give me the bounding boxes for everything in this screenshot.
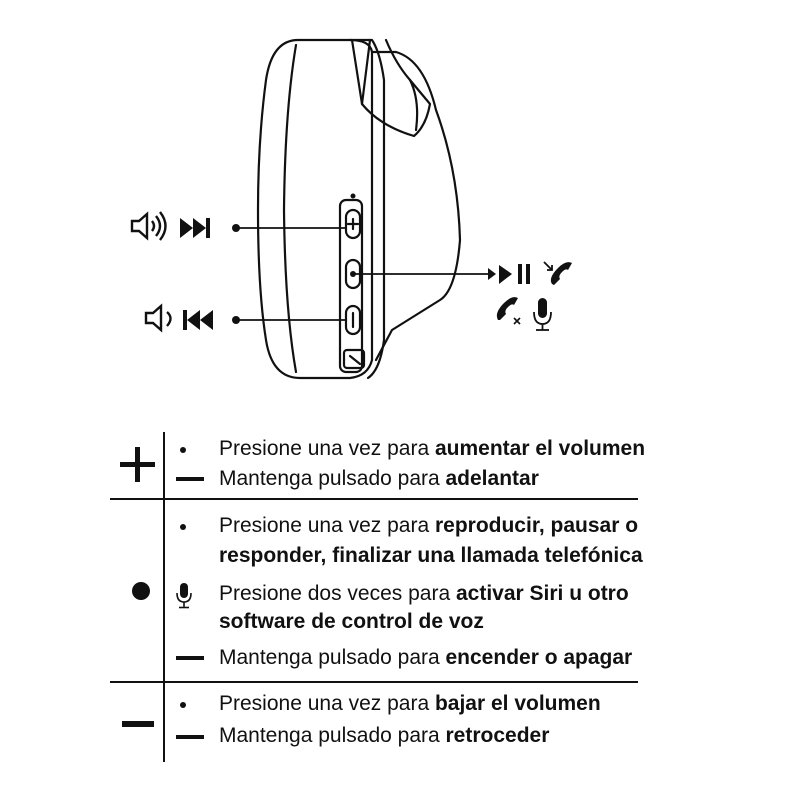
center-double-text-2: software de control de voz	[219, 610, 484, 633]
ear-cushion-seam	[282, 43, 298, 374]
hold-dash-icon	[176, 656, 204, 660]
volume-up-icon	[130, 211, 167, 241]
headphone-diagram	[130, 38, 572, 380]
plus-hold-text: Mantenga pulsado para adelantar	[219, 467, 539, 490]
center-hold-text: Mantenga pulsado para encender o apagar	[219, 646, 633, 669]
end-call-icon	[496, 297, 521, 325]
skip-forward-icon	[180, 218, 210, 238]
hold-dash-icon	[176, 735, 204, 739]
center-symbol	[132, 582, 150, 600]
center-press-text-1: Presione una vez para reproducir, pausar…	[219, 514, 639, 537]
bullet-icon	[180, 702, 186, 708]
microphone-icon	[533, 298, 552, 331]
earcup-back	[370, 50, 462, 362]
bullet-icon	[180, 447, 186, 453]
table-divider-2	[110, 681, 638, 683]
control-strip	[338, 198, 364, 374]
bullet-icon	[180, 524, 186, 530]
plus-button	[344, 208, 362, 240]
answer-call-icon	[543, 261, 572, 285]
headband-slider	[350, 38, 432, 138]
center-press-text-2: responder, finalizar una llamada telefón…	[219, 544, 643, 567]
ear-cushion-outline	[256, 38, 374, 380]
minus-press-text: Presione una vez para bajar el volumen	[219, 692, 601, 715]
play-pause-icon	[499, 264, 530, 284]
earcup-housing	[348, 38, 386, 380]
usb-port	[342, 348, 366, 370]
center-double-text-1: Presione dos veces para activar Siri u o…	[219, 582, 629, 605]
volume-down-icon	[144, 303, 172, 333]
table-divider-vertical	[163, 432, 165, 762]
skip-back-icon	[183, 310, 213, 330]
minus-symbol	[122, 721, 154, 727]
hold-dash-icon	[176, 477, 204, 481]
plus-symbol-vertical	[135, 447, 140, 482]
minus-hold-text: Mantenga pulsado para retroceder	[219, 724, 550, 747]
microphone-icon	[176, 583, 192, 609]
plus-press-text: Presione una vez para aumentar el volume…	[219, 437, 646, 460]
table-divider-1	[110, 498, 638, 500]
